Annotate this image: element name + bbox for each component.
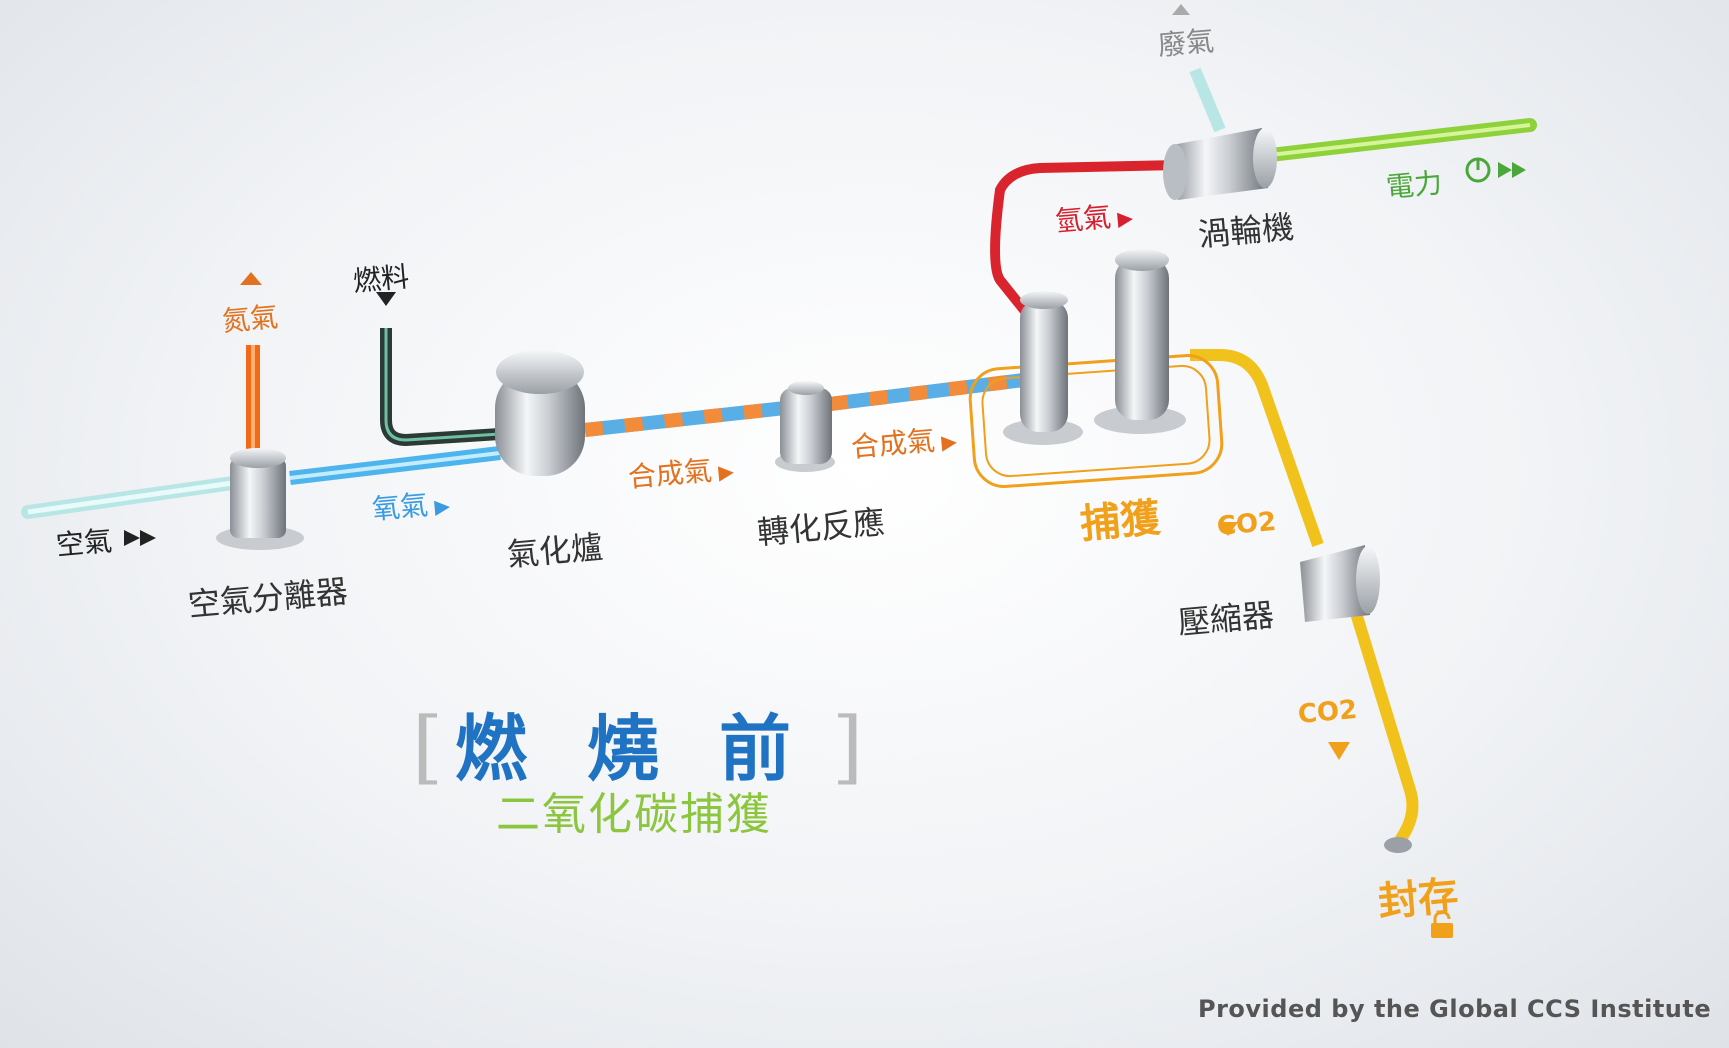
turbine-unit	[1163, 128, 1277, 200]
credit-text: Provided by the Global CCS Institute	[1198, 995, 1712, 1023]
right-bracket: ]	[832, 700, 864, 793]
lock-icon	[1431, 910, 1453, 938]
exhaust-up-arrow	[1172, 4, 1190, 15]
air-arrow-2	[140, 530, 156, 546]
shift-reactor-unit	[775, 381, 835, 472]
nitrogen-up-arrow	[240, 272, 262, 285]
diagram-title: 燃燒前	[455, 707, 852, 791]
label-exhaust: 廢氣	[1156, 24, 1216, 62]
co2-down-arrow-1	[1218, 522, 1238, 536]
air-pipe	[21, 475, 247, 519]
label-compressor: 壓縮器	[1176, 595, 1276, 642]
fuel-pipe	[380, 328, 501, 447]
label-co2-1: CO2	[1215, 506, 1278, 542]
oxygen-pipe	[289, 446, 501, 485]
storage-outlet	[1384, 837, 1412, 853]
label-air: 空氣	[54, 524, 114, 562]
capture-columns	[1003, 249, 1186, 445]
syngas-pipe-2	[829, 371, 1041, 411]
fuel-down-arrow	[376, 292, 396, 306]
air-arrow-1	[124, 530, 140, 546]
label-electricity: 電力	[1384, 166, 1444, 204]
left-bracket: [	[412, 700, 444, 793]
power-icon	[1465, 157, 1491, 183]
diagram-subtitle: 二氧化碳捕獲	[496, 789, 772, 840]
co2-down-arrow-2	[1328, 742, 1350, 760]
co2-pipe	[1190, 349, 1419, 844]
label-turbine: 渦輪機	[1196, 207, 1296, 254]
capture-frame	[968, 354, 1224, 488]
gasifier-unit	[495, 350, 585, 476]
hydrogen-pipe	[990, 160, 1181, 334]
air-separator-unit	[216, 448, 304, 550]
label-gasifier: 氣化爐	[505, 527, 605, 574]
electricity-arrow-2	[1512, 162, 1526, 178]
label-nitrogen: 氮氣	[220, 300, 280, 338]
label-oxygen: 氧氣	[370, 481, 451, 528]
label-co2-2: CO2	[1296, 694, 1359, 730]
label-capture: 捕獲	[1078, 495, 1163, 548]
label-fuel: 燃料	[351, 260, 411, 298]
compressor-unit	[1300, 545, 1380, 622]
exhaust-pipe	[1189, 67, 1226, 133]
label-hydrogen: 氫氣	[1053, 193, 1134, 240]
electricity-pipe	[1263, 118, 1537, 162]
syngas-pipe-1	[584, 401, 786, 437]
electricity-arrow-1	[1498, 162, 1512, 178]
